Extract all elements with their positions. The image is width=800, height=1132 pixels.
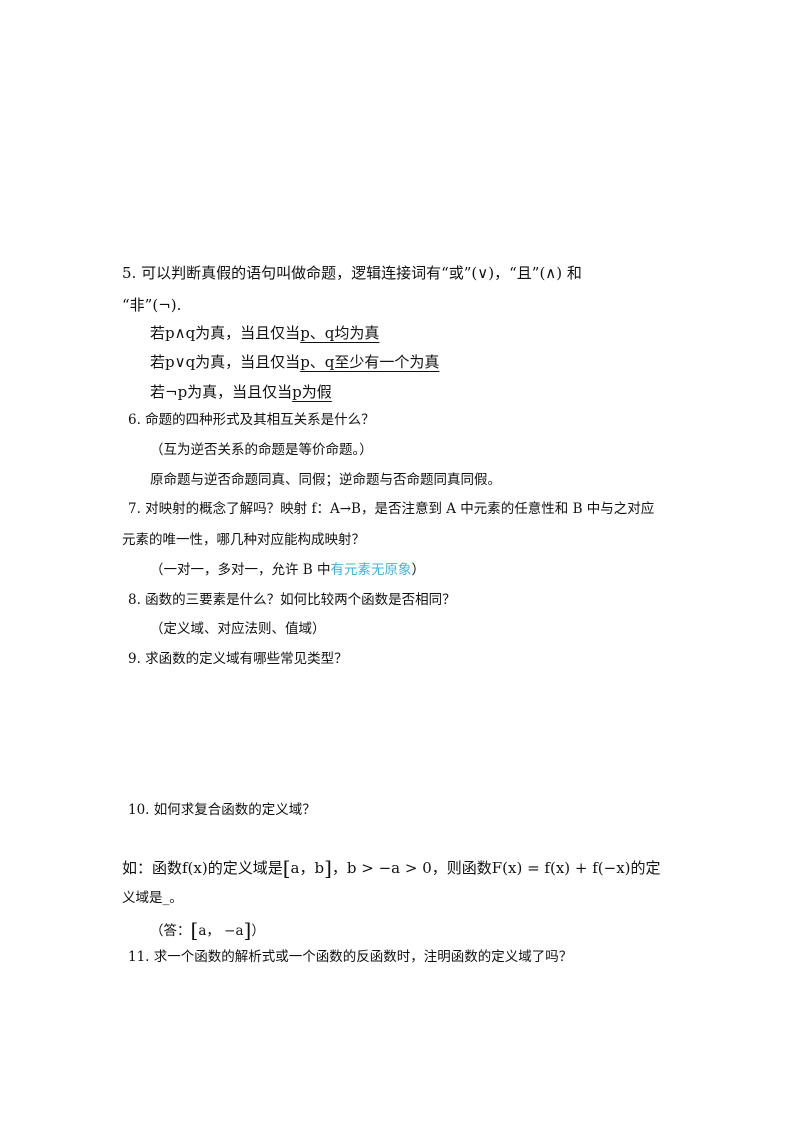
q9-question: 9. 求函数的定义域有哪些常见类型？ bbox=[128, 651, 348, 667]
q8-question: 8. 函数的三要素是什么？如何比较两个函数是否相同？ bbox=[128, 592, 456, 608]
q10-example-b: ，b > −a > 0，则函数F(x) = f(x) + f(−x)的定 bbox=[331, 859, 661, 877]
q7-line-1: 7. 对映射的概念了解吗？映射 f：A→B，是否注意到 A 中元素的任意性和 B… bbox=[128, 501, 655, 517]
right-bracket-icon: ] bbox=[243, 918, 252, 942]
q10-answer-b: ） bbox=[251, 923, 265, 939]
q10-example-line-2: 义域是_。 bbox=[122, 890, 183, 906]
q5-rule-and: 若p∧q为真，当且仅当p、q均为真 bbox=[150, 326, 379, 341]
right-bracket-icon: ] bbox=[324, 856, 332, 880]
q10-answer-interval: a， −a bbox=[198, 923, 244, 939]
q8-answer: （定义域、对应法则、值域） bbox=[150, 621, 326, 637]
rule-not-prefix: 若¬p为真，当且仅当 bbox=[150, 383, 293, 401]
q10-question: 10. 如何求复合函数的定义域？ bbox=[128, 802, 316, 818]
q5-rule-not: 若¬p为真，当且仅当p为假 bbox=[150, 385, 332, 400]
rule-or-condition: p、q至少有一个为真 bbox=[300, 353, 440, 371]
q5-rule-or: 若p∨q为真，当且仅当p、q至少有一个为真 bbox=[150, 355, 439, 370]
left-bracket-icon: [ bbox=[190, 918, 199, 942]
q7-line-2: 元素的唯一性，哪几种对应能构成映射？ bbox=[122, 532, 365, 548]
q10-example-a: 如：函数f(x)的定义域是 bbox=[122, 859, 283, 877]
q11-question: 11. 求一个函数的解析式或一个函数的反函数时，注明函数的定义域了吗？ bbox=[128, 949, 573, 965]
q7-answer-suffix: ） bbox=[411, 562, 426, 578]
q10-example-interval: a，b bbox=[290, 859, 325, 877]
rule-not-condition: p为假 bbox=[292, 383, 332, 401]
q6-question: 6. 命题的四种形式及其相互关系是什么？ bbox=[128, 412, 375, 428]
rule-and-condition: p、q均为真 bbox=[300, 324, 380, 342]
q7-answer: （一对一，多对一，允许 B 中有元素无原象） bbox=[150, 562, 426, 578]
q5-line-2: “非”(¬). bbox=[122, 296, 182, 314]
q10-answer-a: （答： bbox=[150, 923, 191, 939]
q5-line-1: 5. 可以判断真假的语句叫做命题，逻辑连接词有“或”(∨)，“且”(∧) 和 bbox=[122, 264, 582, 282]
rule-and-prefix: 若p∧q为真，当且仅当 bbox=[150, 324, 301, 342]
left-bracket-icon: [ bbox=[282, 856, 291, 880]
rule-or-prefix: 若p∨q为真，当且仅当 bbox=[150, 353, 301, 371]
q7-answer-link[interactable]: 有元素无原象 bbox=[330, 562, 412, 578]
q10-answer: （答：[a， −a]） bbox=[150, 920, 265, 940]
q6-answer: 原命题与逆否命题同真、同假；逆命题与否命题同真同假。 bbox=[150, 472, 501, 488]
q7-answer-prefix: （一对一，多对一，允许 B 中 bbox=[150, 562, 331, 578]
q10-example-line-1: 如：函数f(x)的定义域是[a，b]，b > −a > 0，则函数F(x) = … bbox=[122, 858, 661, 878]
q6-note: （互为逆否关系的命题是等价命题。） bbox=[150, 442, 373, 458]
